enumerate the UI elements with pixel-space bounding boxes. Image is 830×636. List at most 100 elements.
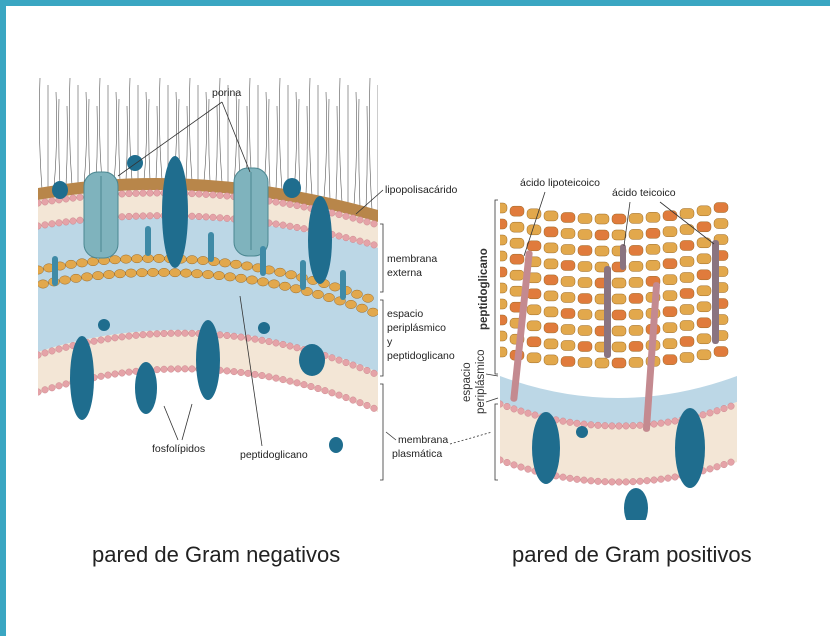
peptidoglycan-unit: [148, 268, 159, 276]
phospholipid-head: [35, 389, 42, 396]
peptidoglycan-unit: [612, 358, 626, 368]
phospholipid-head: [658, 420, 665, 427]
phospholipid-head: [525, 410, 532, 417]
phospholipid-head: [651, 477, 658, 484]
phospholipid-head: [56, 220, 63, 227]
peptidoglycan-unit: [663, 339, 677, 349]
peptidoglycan-unit: [680, 304, 694, 314]
lps-chain: [294, 92, 297, 192]
lps-chain: [324, 92, 327, 198]
peptidoglycan-unit: [561, 324, 575, 334]
peptidoglycan-unit: [121, 255, 132, 263]
peptidoglycan-unit: [578, 214, 592, 224]
peptidoglycan-unit: [132, 254, 143, 262]
peptidoglycan-unit: [181, 269, 192, 277]
peptidoglycan-unit: [368, 308, 379, 316]
peptidoglycan-unit: [595, 230, 609, 240]
phospholipid-head: [301, 225, 308, 232]
phospholipid-head: [357, 364, 364, 371]
phospholipid-head: [217, 192, 224, 199]
phospholipid-head: [273, 375, 280, 382]
dashed-connector: [450, 432, 492, 444]
peptidoglycan-unit: [544, 307, 558, 317]
peptidoglycan-unit: [510, 254, 524, 264]
phospholipid-head: [56, 383, 63, 390]
lps-chain: [149, 99, 150, 180]
phospholipid-head: [119, 214, 126, 221]
phospholipid-head: [161, 330, 168, 337]
peptidoglycan-unit: [104, 270, 115, 278]
lps-chain: [59, 99, 60, 187]
label-acido-teicoico: ácido teicoico: [612, 187, 676, 199]
phospholipid-head: [154, 212, 161, 219]
peptidoglycan-unit: [595, 214, 609, 224]
label-lipopolisacarido: lipopolisacárido: [385, 184, 458, 196]
phospholipid-head: [371, 221, 378, 228]
phospholipid-head: [294, 202, 301, 209]
phospholipid-head: [154, 330, 161, 337]
periplasmic-protein: [145, 226, 151, 256]
phospholipid-head: [238, 369, 245, 376]
phospholipid-head: [70, 195, 77, 202]
peptidoglycan-unit: [544, 291, 558, 301]
phospholipid-head: [175, 366, 182, 373]
label-membrana-plasmatica: plasmática: [392, 448, 442, 460]
label-acido-lipoteicoico: ácido lipoteicoico: [520, 177, 600, 189]
peptidoglycan-unit: [225, 273, 236, 281]
phospholipid-head: [707, 466, 714, 473]
label-peptidoglicano-vertical: peptidoglicano: [478, 248, 490, 330]
phospholipid-head: [63, 219, 70, 226]
peptidoglycan-unit: [38, 280, 49, 288]
porin-left: [84, 172, 118, 258]
outer-membrane-protein: [308, 196, 332, 284]
peptidoglycan-unit: [612, 342, 626, 352]
phospholipid-head: [630, 422, 637, 429]
peptidoglycan-unit: [578, 358, 592, 368]
phospholipid-head: [287, 378, 294, 385]
lps-chain: [114, 92, 117, 181]
lps-chain: [366, 106, 367, 209]
phospholipid-head: [525, 466, 532, 473]
phospholipid-head: [154, 190, 161, 197]
peptidoglycan-unit: [697, 302, 711, 312]
peptidoglycan-unit: [242, 262, 253, 270]
peptidoglycan-unit: [612, 230, 626, 240]
phospholipid-head: [35, 352, 42, 359]
phospholipid-head: [266, 338, 273, 345]
periplasmic-protein: [208, 232, 214, 262]
peptidoglycan-unit: [595, 246, 609, 256]
phospholipid-head: [42, 199, 49, 206]
label-espacio-periplasmico: peptidoglicano: [387, 350, 455, 362]
peptidoglycan-unit: [159, 268, 170, 276]
phospholipid-head: [210, 192, 217, 199]
outer-membrane-protein: [127, 155, 143, 171]
phospholipid-head: [238, 334, 245, 341]
phospholipid-head: [343, 234, 350, 241]
phospholipid-head: [168, 330, 175, 337]
peptidoglycan-unit: [578, 278, 592, 288]
peptidoglycan-unit: [680, 224, 694, 234]
peptidoglycan-unit: [544, 275, 558, 285]
peptidoglycan-unit: [578, 342, 592, 352]
phospholipid-head: [672, 474, 679, 481]
peptidoglycan-unit: [60, 276, 71, 284]
lps-chain: [204, 92, 207, 181]
phospholipid-head: [182, 366, 189, 373]
peptidoglycan-unit: [510, 206, 524, 216]
phospholipid-head: [364, 367, 371, 374]
phospholipid-head: [105, 372, 112, 379]
phospholipid-head: [77, 194, 84, 201]
peptidoglycan-unit: [578, 230, 592, 240]
phospholipid-head: [518, 464, 525, 471]
phospholipid-head: [371, 405, 378, 412]
phospholipid-head: [357, 217, 364, 224]
lps-chain: [276, 106, 277, 189]
peptidoglycan-unit: [527, 353, 541, 363]
peptidoglycan-unit: [203, 270, 214, 278]
label-membrana-externa: membrana: [387, 253, 437, 265]
phospholipid-head: [245, 370, 252, 377]
phospholipid-head: [147, 190, 154, 197]
peptidoglycan-unit: [544, 227, 558, 237]
phospholipid-head: [287, 343, 294, 350]
phospholipid-head: [343, 213, 350, 220]
